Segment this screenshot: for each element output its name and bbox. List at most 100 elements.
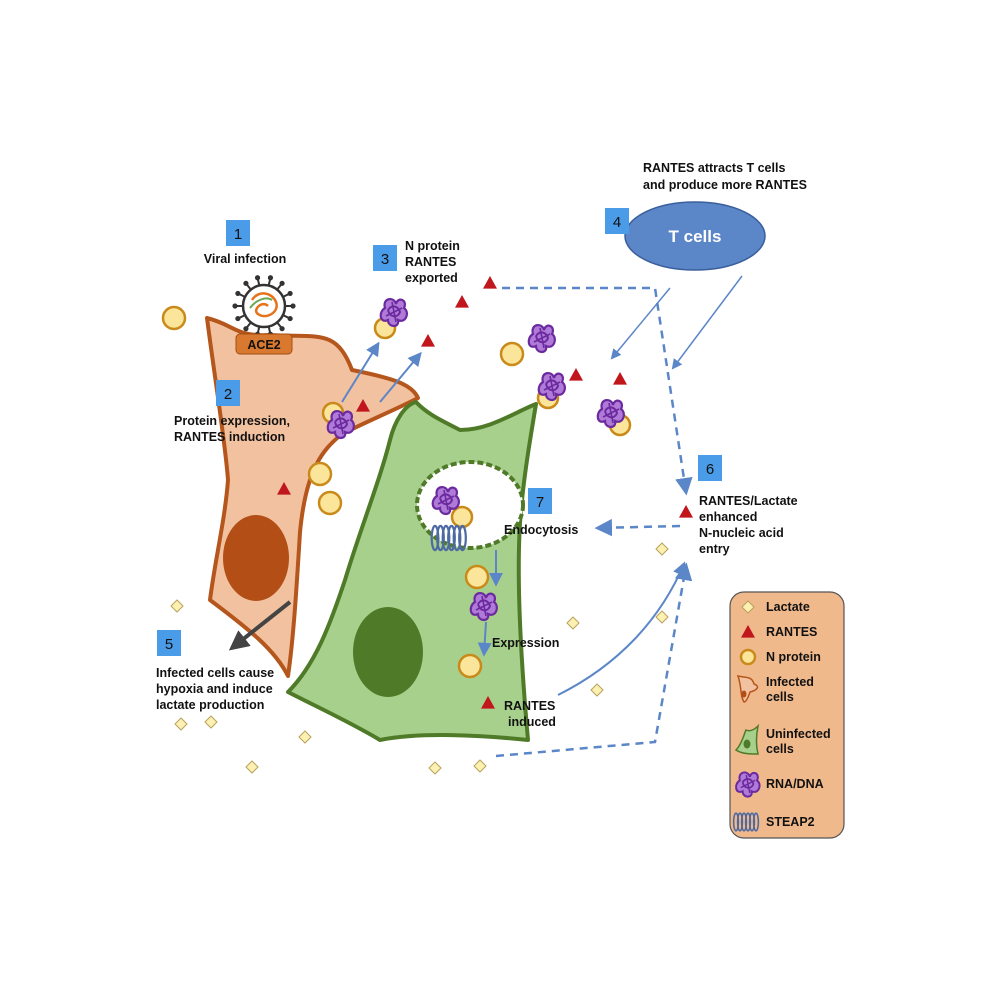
virus	[232, 275, 296, 337]
expression-down-arrow	[477, 621, 492, 657]
rna-dna-molecule	[431, 486, 460, 516]
step-7-text: Endocytosis	[504, 523, 578, 537]
legend-label-steap2: STEAP2	[766, 815, 815, 829]
rantes-icon	[741, 625, 755, 638]
tcell-arrow-2	[671, 275, 743, 370]
uninfected-cell-icon	[734, 723, 760, 755]
n-protein	[450, 505, 474, 529]
uninfected-cell-nucleus	[353, 607, 423, 697]
step-6-number: 6	[706, 461, 714, 478]
steap2-icon	[732, 812, 760, 832]
legend-label-rna-dna: RNA/DNA	[766, 777, 824, 791]
export-arrow-1	[341, 341, 380, 403]
rantes-marker	[679, 505, 693, 518]
rantes-induced-arrow	[557, 561, 687, 696]
lactate-dashed-arrow	[495, 562, 693, 758]
step-3-number: 3	[381, 251, 389, 268]
lactate-marker	[170, 599, 184, 613]
lactate-icon	[741, 600, 755, 614]
n-protein	[457, 653, 483, 679]
lactate-marker	[204, 715, 218, 729]
export-arrow-2	[379, 351, 422, 403]
step-7-number: 7	[536, 494, 544, 511]
step-1-text: Viral infection	[204, 252, 286, 266]
step-1: 1 Viral infection	[204, 220, 286, 266]
tcell-arrow-1	[610, 287, 671, 360]
expression-label: Expression	[492, 636, 559, 650]
ace2-receptor: ACE2	[235, 333, 293, 355]
rantes-marker	[613, 372, 627, 385]
step-2-number: 2	[224, 386, 232, 403]
rna-dna-icon	[735, 771, 761, 798]
rantes-induced-line2: induced	[508, 715, 556, 729]
step-3-box	[373, 245, 397, 271]
rantes-marker	[356, 399, 370, 412]
rna-dna-molecule	[527, 324, 556, 354]
rna-dna-molecule	[596, 399, 625, 429]
n-protein	[161, 305, 187, 331]
step-6-text-line3: N-nucleic acid	[699, 526, 784, 540]
step-4-text-line2: and produce more RANTES	[643, 178, 807, 192]
legend-label-lactate: Lactate	[766, 600, 810, 614]
step-2-text-line1: Protein expression,	[174, 414, 290, 428]
step-7: 7 Endocytosis	[504, 488, 578, 537]
steap2-receptor-icon	[430, 524, 467, 552]
n-protein	[307, 461, 333, 487]
legend-item-n-protein: N protein	[739, 648, 821, 666]
lactate-marker	[655, 610, 669, 624]
t-cells: T cells	[624, 201, 766, 271]
rantes-marker	[421, 334, 435, 347]
rantes-marker	[483, 276, 497, 289]
t-cells-label: T cells	[669, 227, 722, 246]
n-protein-icon	[739, 648, 757, 666]
legend-label-uninfected-cell: Uninfected	[766, 727, 831, 741]
step-5-box	[157, 630, 181, 656]
lactate-marker	[298, 730, 312, 744]
step-6-text-line1: RANTES/Lactate	[699, 494, 798, 508]
n-protein	[317, 490, 343, 516]
lactate-marker	[174, 717, 188, 731]
step-2-text-line2: RANTES induction	[174, 430, 285, 444]
rna-dna-molecule	[326, 410, 355, 440]
step-5: 5 Infected cells cause hypoxia and induc…	[156, 630, 274, 712]
rantes-marker	[277, 482, 291, 495]
rantes-induced-line1: RANTES	[504, 699, 555, 713]
legend-label-rantes: RANTES	[766, 625, 817, 639]
rna-dna-molecule	[469, 592, 498, 622]
legend-item-rantes: RANTES	[741, 625, 817, 639]
legend-item-rna-dna: RNA/DNA	[735, 771, 824, 798]
step-4-text-line1: RANTES attracts T cells	[643, 161, 785, 175]
molecules	[161, 276, 693, 775]
lactate-marker	[245, 760, 259, 774]
legend-label-n-protein: N protein	[766, 650, 821, 664]
step-1-box	[226, 220, 250, 246]
step-5-number: 5	[165, 636, 173, 653]
step-5-text-line3: lactate production	[156, 698, 264, 712]
step-2: 2 Protein expression, RANTES induction	[174, 380, 290, 444]
step-4: 4 RANTES attracts T cells and produce mo…	[605, 161, 807, 234]
lactate-marker	[590, 683, 604, 697]
n-protein	[499, 341, 525, 367]
legend-item-lactate: Lactate	[741, 600, 810, 614]
step-3-text-line3: exported	[405, 271, 458, 285]
step-5-text-line2: hypoxia and induce	[156, 682, 273, 696]
step-6-text-line4: entry	[699, 542, 730, 556]
step-7-box	[528, 488, 552, 514]
lactate-marker	[566, 616, 580, 630]
step-4-number: 4	[613, 214, 621, 231]
ace2-label: ACE2	[247, 338, 280, 352]
step-2-box	[216, 380, 240, 406]
step-5-text-line1: Infected cells cause	[156, 666, 274, 680]
step-6: 6 RANTES/Lactate enhanced N-nucleic acid…	[698, 455, 798, 556]
n-protein	[464, 564, 490, 590]
rantes-marker	[481, 696, 495, 709]
infected-cell-icon	[736, 674, 759, 703]
endocytosis-dashed-arrow	[594, 518, 681, 537]
step-3: 3 N protein RANTES exported	[373, 239, 460, 285]
step-6-text-line2: enhanced	[699, 510, 757, 524]
legend-label-infected-cell: cells	[766, 690, 794, 704]
rantes-marker	[455, 295, 469, 308]
